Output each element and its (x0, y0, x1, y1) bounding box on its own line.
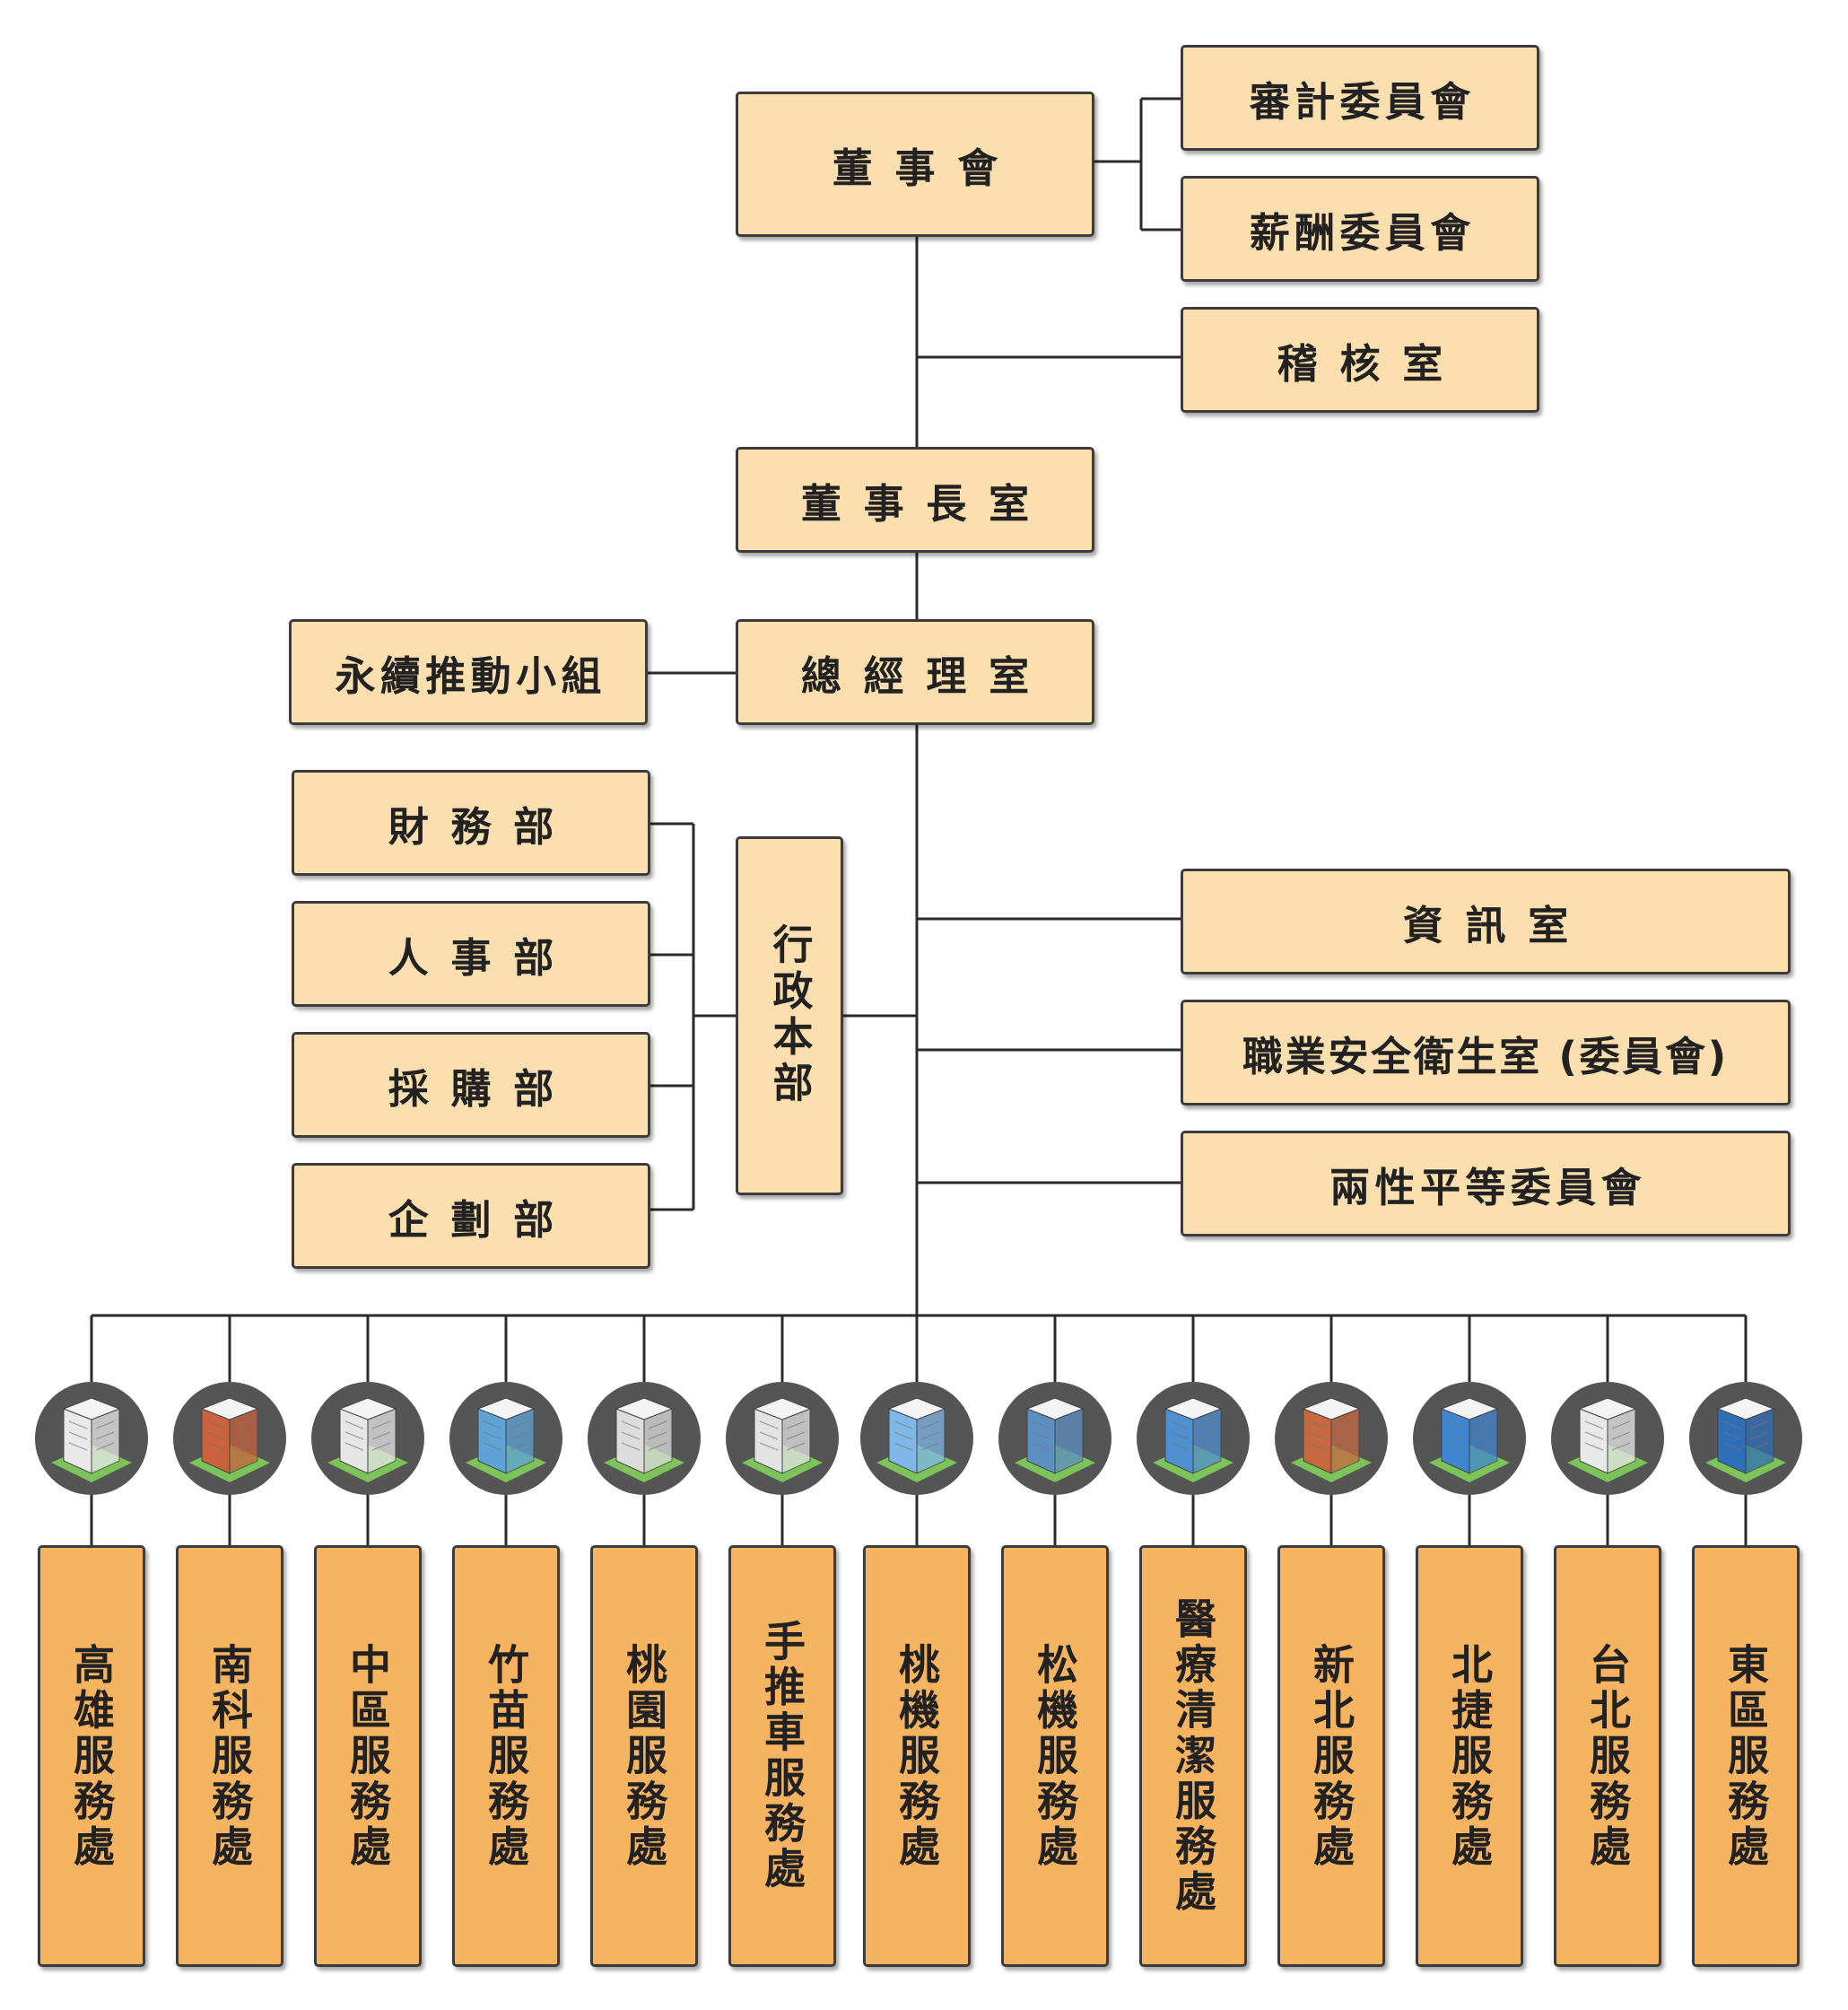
service-office-label: 中區服務處 (344, 1642, 392, 1870)
audit-committee-box: 審計委員會 (1181, 45, 1539, 151)
admin-hq-box: 行政本部 (736, 836, 843, 1195)
audit-committee-label: 審計委員會 (1249, 77, 1476, 126)
department-hr-box: 人事部 (292, 901, 650, 1007)
it-office-box: 資訊室 (1181, 869, 1791, 974)
chairman-office-label: 董事長室 (800, 479, 1051, 528)
service-office-box: 松機服務處 (1001, 1545, 1109, 1967)
building-icon (35, 1382, 148, 1495)
building-icon (1689, 1382, 1802, 1495)
department-procurement-label: 採購部 (388, 1064, 576, 1113)
compensation-committee-label: 薪酬委員會 (1249, 208, 1476, 257)
building-icon (588, 1382, 701, 1495)
service-office-box: 北捷服務處 (1416, 1545, 1523, 1967)
service-office-label: 北捷服務處 (1445, 1642, 1494, 1870)
department-finance-label: 財務部 (388, 802, 576, 851)
service-office-box: 台北服務處 (1554, 1545, 1661, 1967)
president-office-box: 總經理室 (736, 619, 1094, 725)
sustainability-group-box: 永續推動小組 (289, 619, 648, 725)
service-office-label: 高雄服務處 (67, 1642, 116, 1870)
service-office-label: 松機服務處 (1031, 1642, 1079, 1870)
department-finance-box: 財務部 (292, 770, 650, 876)
building-icon (1413, 1382, 1526, 1495)
service-office-box: 新北服務處 (1277, 1545, 1385, 1967)
building-icon (1275, 1382, 1388, 1495)
department-planning-box: 企劃部 (292, 1163, 650, 1269)
building-icon (1137, 1382, 1250, 1495)
service-office-box: 高雄服務處 (38, 1545, 145, 1967)
building-icon (449, 1382, 562, 1495)
service-office-box: 桃園服務處 (590, 1545, 698, 1967)
service-office-box: 醫療清潔服務處 (1139, 1545, 1247, 1967)
sustainability-group-label: 永續推動小組 (335, 651, 606, 700)
service-office-label: 手推車服務處 (758, 1620, 806, 1892)
service-office-label: 桃園服務處 (620, 1642, 668, 1870)
building-icon (173, 1382, 286, 1495)
building-icon (998, 1382, 1111, 1495)
it-office-label: 資訊室 (1402, 901, 1591, 949)
service-office-label: 南科服務處 (205, 1642, 254, 1870)
gender-equality-committee-label: 兩性平等委員會 (1329, 1163, 1647, 1211)
service-office-label: 新北服務處 (1307, 1642, 1355, 1870)
service-office-box: 桃機服務處 (863, 1545, 971, 1967)
service-office-box: 竹苗服務處 (452, 1545, 560, 1967)
service-office-label: 醫療清潔服務處 (1169, 1596, 1217, 1916)
internal-audit-box: 稽核室 (1181, 307, 1539, 413)
service-office-box: 東區服務處 (1692, 1545, 1800, 1967)
department-hr-label: 人事部 (388, 933, 576, 982)
service-office-label: 桃機服務處 (893, 1642, 941, 1870)
building-icon (311, 1382, 424, 1495)
building-icon (1551, 1382, 1664, 1495)
board-box: 董事會 (736, 92, 1094, 237)
department-planning-label: 企劃部 (388, 1195, 576, 1244)
building-icon (726, 1382, 839, 1495)
building-icon (860, 1382, 973, 1495)
admin-hq-label: 行政本部 (765, 923, 814, 1108)
ohs-office-box: 職業安全衛生室 (委員會) (1181, 1000, 1791, 1106)
compensation-committee-box: 薪酬委員會 (1181, 176, 1539, 282)
ohs-office-label: 職業安全衛生室 (委員會) (1242, 1032, 1729, 1080)
board-label: 董事會 (832, 144, 1020, 192)
gender-equality-committee-box: 兩性平等委員會 (1181, 1131, 1791, 1237)
service-office-label: 東區服務處 (1722, 1642, 1770, 1870)
service-office-box: 中區服務處 (314, 1545, 422, 1967)
chairman-office-box: 董事長室 (736, 447, 1094, 553)
internal-audit-label: 稽核室 (1277, 339, 1465, 388)
service-office-label: 竹苗服務處 (482, 1642, 530, 1870)
service-office-label: 台北服務處 (1583, 1642, 1632, 1870)
president-office-label: 總經理室 (800, 651, 1051, 700)
service-office-box: 南科服務處 (176, 1545, 283, 1967)
department-procurement-box: 採購部 (292, 1032, 650, 1138)
service-office-box: 手推車服務處 (728, 1545, 836, 1967)
